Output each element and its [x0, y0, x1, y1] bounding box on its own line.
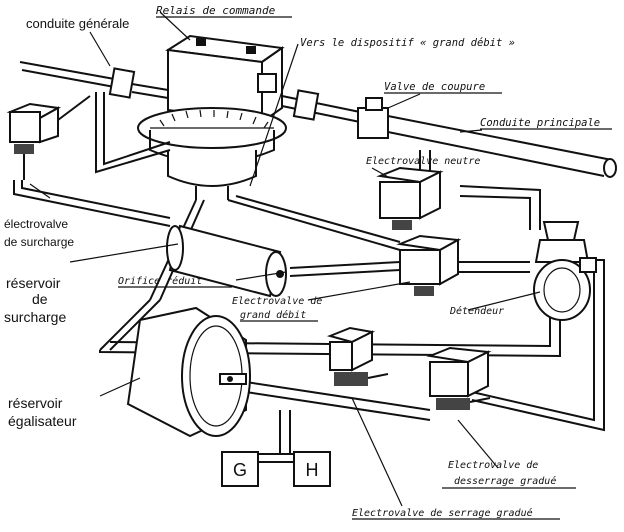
relais-commande-unit — [137, 34, 287, 200]
box-g — [221, 451, 259, 487]
electrovalve-grand-debit — [396, 234, 462, 296]
leader-lines — [29, 11, 541, 507]
electrovalve-serrage — [326, 326, 389, 386]
electrovalve-surcharge — [6, 95, 91, 180]
label-electrovalve-neutre: Electrovalve neutre — [366, 156, 480, 167]
label-reservoir-egalisateur-2: égalisateur — [8, 413, 77, 429]
label-orifice-reduit: Orifice réduit — [118, 275, 202, 287]
label-electrovalve-desserrage-1: Electrovalve de — [448, 460, 538, 471]
pipe-network — [13, 92, 605, 463]
box-h-label: H — [306, 460, 319, 480]
detendeur — [533, 221, 597, 321]
conduite-generale-pipe — [19, 61, 169, 99]
label-electrovalve-grand-debit-2: grand débit — [240, 309, 306, 321]
label-relais-commande: Relais de commande — [156, 4, 276, 17]
label-electrovalve-grand-debit-1: Electrovalve de — [232, 296, 322, 307]
label-reservoir-egalisateur-1: réservoir — [8, 395, 63, 411]
label-vers-dispositif: Vers le dispositif « grand débit » — [300, 37, 515, 49]
gh-boxes: G H — [221, 451, 331, 487]
outlet-pipe — [281, 89, 389, 139]
label-conduite-generale: conduite générale — [26, 16, 129, 31]
label-electrovalve-surcharge-2: de surcharge — [4, 235, 74, 249]
electrovalve-desserrage — [426, 346, 492, 410]
electrovalve-neutre — [376, 166, 444, 230]
label-reservoir-surcharge-2: de — [32, 291, 48, 307]
label-reservoir-surcharge-3: surcharge — [4, 309, 66, 325]
label-conduite-principale: Conduite principale — [480, 117, 600, 129]
labels: conduite générale Relais de commande Ver… — [4, 4, 612, 520]
box-g-label: G — [233, 460, 247, 480]
conduite-principale-pipe — [387, 115, 617, 178]
label-electrovalve-desserrage-2: desserrage gradué — [454, 475, 556, 487]
reservoir-egalisateur-tank — [126, 306, 251, 438]
box-h — [293, 451, 331, 487]
label-reservoir-surcharge-1: réservoir — [6, 275, 61, 291]
label-detendeur: Détendeur — [449, 305, 504, 317]
label-electrovalve-surcharge-1: électrovalve — [4, 217, 68, 231]
label-valve-coupure: Valve de coupure — [384, 81, 485, 93]
label-electrovalve-serrage: Electrovalve de serrage gradué — [352, 507, 533, 519]
